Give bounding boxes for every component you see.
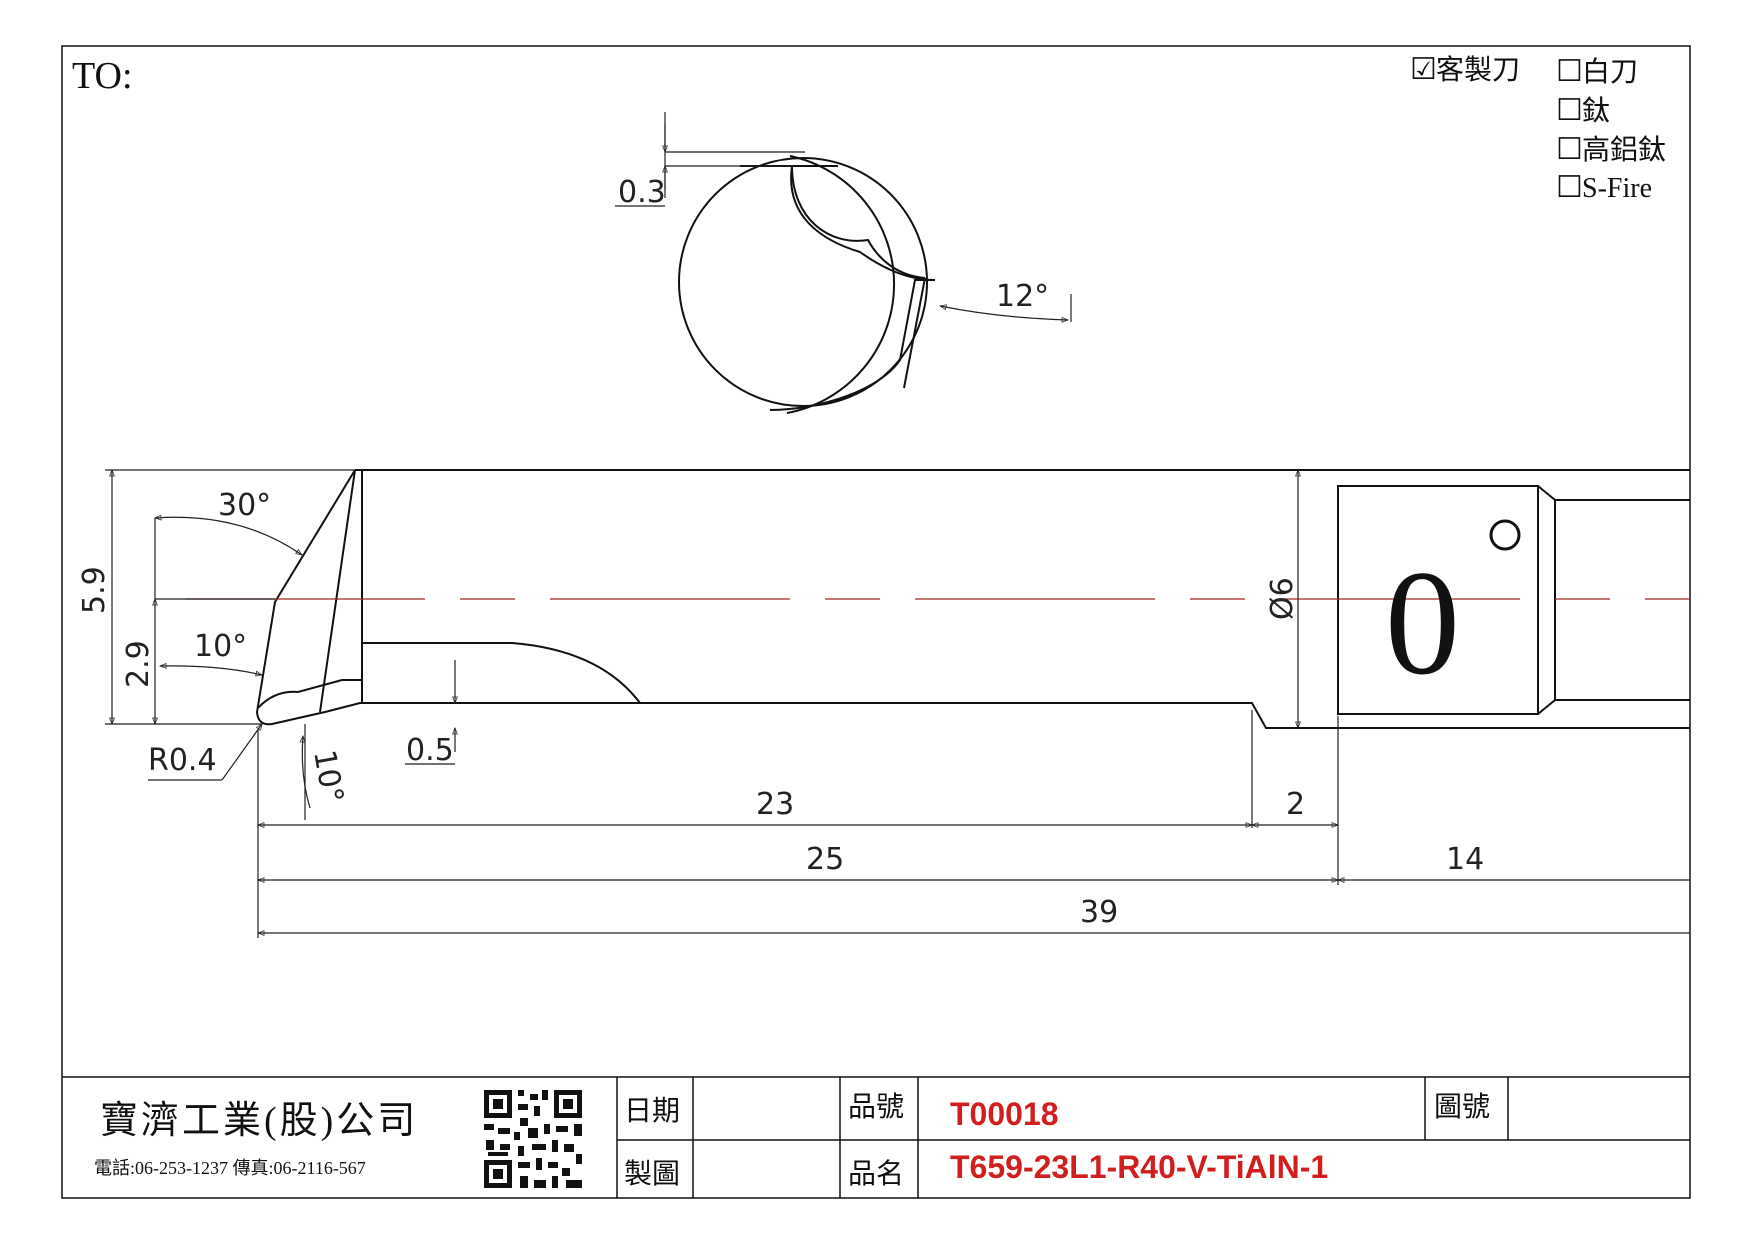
coating-option-label: 白刀 [1582,55,1638,88]
dim-neck-label: 2 [1286,787,1305,822]
dim-lower-angle [159,662,263,677]
end-view-clearance [786,155,896,414]
dim-nose-radius [148,723,263,781]
checkbox-icon[interactable]: ☐ [1556,171,1583,204]
dim-shank-label: 14 [1446,842,1484,877]
coating-option-sfire[interactable]: ☐ S-Fire [1556,171,1652,204]
checkbox-icon[interactable]: ☐ [1556,133,1583,166]
qr-code-icon [484,1090,582,1188]
flat-angle-mark: 0 [1385,540,1460,706]
coating-option-label: S-Fire [1582,173,1652,204]
coating-options: ☑ 客製刀 ☐ 白刀 ☐ 鈦 ☐ 高鋁鈦 ☐ S-Fire [1410,53,1666,204]
end-view-outline [678,157,928,407]
side-view [255,469,1690,729]
degree-symbol-icon [1489,519,1521,551]
dim-center-height [152,598,275,725]
coating-option-white[interactable]: ☐ 白刀 [1556,55,1638,88]
dim-tip-angle-label: 30° [218,488,271,523]
part-no-value: T00018 [950,1096,1059,1132]
part-name-value: T659-23L1-R40-V-TiAlN-1 [950,1149,1328,1185]
coating-option-custom[interactable]: ☑ 客製刀 [1410,53,1520,86]
dim-overall-label: 39 [1080,895,1118,930]
dim-nose-radius-label: R0.4 [148,743,217,778]
dim-horizontal [257,710,1690,938]
coating-option-label: 客製刀 [1436,53,1520,86]
dim-lower-angle-label: 10° [194,629,247,664]
dim-clearance-angle-label: 12° [996,279,1049,314]
end-view-flute [740,165,936,411]
shank-flat [1337,485,1539,715]
dim-reach-label: 23 [756,787,794,822]
checkbox-icon[interactable]: ☐ [1556,94,1583,127]
part-no-label: 品號 [848,1090,904,1123]
dim-tip-angle [154,514,303,600]
drawn-label: 製圖 [624,1157,680,1190]
company-name: 寶濟工業(股)公司 [100,1100,418,1142]
drawing-no-label: 圖號 [1434,1090,1490,1123]
title-block [62,1076,1690,1198]
end-view [678,155,936,414]
dim-head-length-label: 25 [806,842,844,877]
to-label: TO: [72,55,133,97]
coating-option-ti[interactable]: ☐ 鈦 [1556,94,1610,127]
coating-option-label: 高鋁鈦 [1582,133,1666,166]
dim-relief-angle-label: 10° [306,747,350,805]
dim-offset-label: 0.3 [618,175,666,210]
dim-step [405,660,458,765]
dim-diameter-label: Ø6 [1265,577,1300,620]
checkbox-icon[interactable]: ☐ [1556,55,1583,88]
dim-height-label: 5.9 [77,566,112,614]
dim-center-height-label: 2.9 [121,640,156,688]
dim-height [105,469,355,725]
date-label: 日期 [624,1094,680,1127]
coating-option-altin[interactable]: ☐ 高鋁鈦 [1556,133,1666,166]
checkbox-checked-icon[interactable]: ☑ [1410,53,1437,86]
dim-clearance-angle [939,294,1072,323]
chip-groove [362,642,641,704]
dim-relief-angle [299,724,311,820]
sheet-border [61,45,1691,1199]
part-name-label: 品名 [848,1157,904,1190]
dim-offset [615,112,805,207]
cutting-head-outline [255,469,1690,729]
company-contact: 電話:06-253-1237 傳真:06-2116-567 [94,1158,366,1178]
coating-option-label: 鈦 [1582,94,1610,127]
dim-step-label: 0.5 [406,733,454,768]
